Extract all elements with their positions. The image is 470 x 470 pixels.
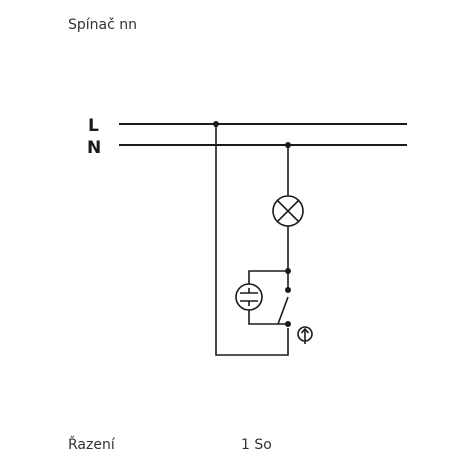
switch-contact-upper xyxy=(285,287,291,293)
lamp-icon xyxy=(272,195,304,227)
switching-label: Řazení xyxy=(68,437,115,453)
switching-value: 1 So xyxy=(241,437,272,453)
glow-lamp-bypass-wire xyxy=(248,270,288,284)
junction-dot-line xyxy=(213,121,219,127)
neutral-conductor-label: N xyxy=(87,138,101,158)
pushbutton-icon xyxy=(297,326,313,344)
line-conductor-label: L xyxy=(88,116,99,136)
switch-icon xyxy=(277,296,289,325)
glow-lamp-return-wire xyxy=(248,310,288,325)
page-title: Spínač nn xyxy=(68,17,138,33)
glow-lamp-icon xyxy=(235,283,263,311)
junction-dot-glow-upper xyxy=(285,268,291,274)
junction-dot-neutral xyxy=(285,142,291,148)
switch-contact-lower xyxy=(285,321,291,327)
phase-drop-wire xyxy=(215,124,289,356)
